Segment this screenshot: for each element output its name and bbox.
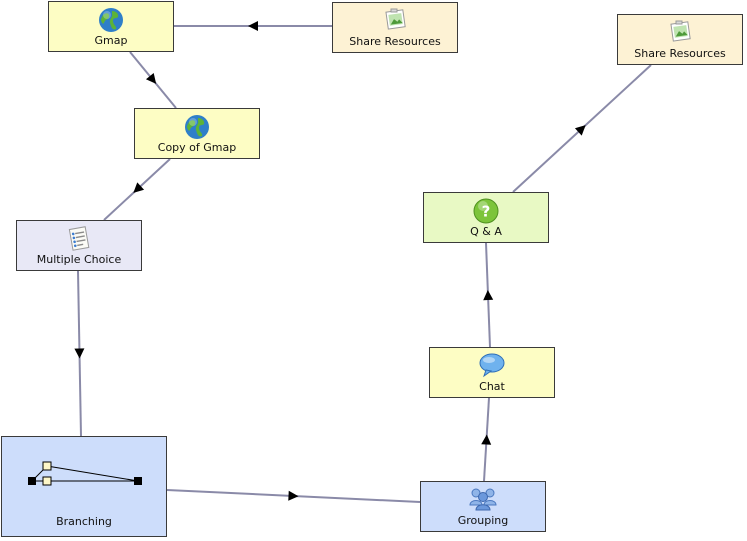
- node-label: Q & A: [470, 225, 502, 238]
- activity-node-gmap[interactable]: Gmap: [48, 1, 174, 52]
- arrowhead-mc-to-branching: [74, 348, 85, 359]
- activity-node-grouping[interactable]: Grouping: [420, 481, 546, 532]
- arrowhead-branching-to-grouping: [288, 490, 299, 501]
- arrowhead-copy_gmap-to-mc: [133, 182, 145, 193]
- arrowhead-share1-to-gmap: [248, 21, 258, 31]
- arrowhead-grouping-to-chat: [481, 434, 492, 445]
- activity-node-branching[interactable]: Branching: [1, 436, 167, 537]
- arrowhead-gmap-to-copy_gmap: [145, 72, 157, 84]
- node-label: Chat: [479, 380, 505, 393]
- globe-icon: [185, 115, 209, 139]
- globe-icon: [99, 8, 123, 32]
- svg-text:?: ?: [482, 203, 491, 221]
- activity-node-share-resources-1[interactable]: Share Resources: [332, 2, 458, 53]
- picture-icon: [670, 20, 691, 42]
- arrowhead-chat-to-qa: [483, 290, 494, 301]
- speech-bubble-icon: [479, 353, 505, 378]
- activity-node-share-resources-2[interactable]: Share Resources: [617, 14, 743, 65]
- activity-node-copy-of-gmap[interactable]: Copy of Gmap: [134, 108, 260, 159]
- node-label: Gmap: [94, 34, 128, 47]
- picture-icon: [385, 8, 406, 30]
- activity-node-chat[interactable]: Chat: [429, 347, 555, 398]
- activity-node-q-and-a[interactable]: ? Q & A: [423, 192, 549, 243]
- question-icon: ?: [473, 198, 499, 224]
- node-label: Grouping: [457, 514, 509, 527]
- node-label: Share Resources: [349, 35, 441, 48]
- branching-icon: [28, 461, 142, 486]
- arrowhead-qa-to-share2: [574, 125, 586, 136]
- checklist-icon: [68, 226, 90, 251]
- node-label: Branching: [56, 515, 112, 528]
- node-label: Copy of Gmap: [157, 141, 237, 154]
- node-label: Share Resources: [634, 47, 726, 60]
- activity-node-multiple-choice[interactable]: Multiple Choice: [16, 220, 142, 271]
- node-label: Multiple Choice: [36, 253, 122, 266]
- people-icon: [469, 488, 497, 511]
